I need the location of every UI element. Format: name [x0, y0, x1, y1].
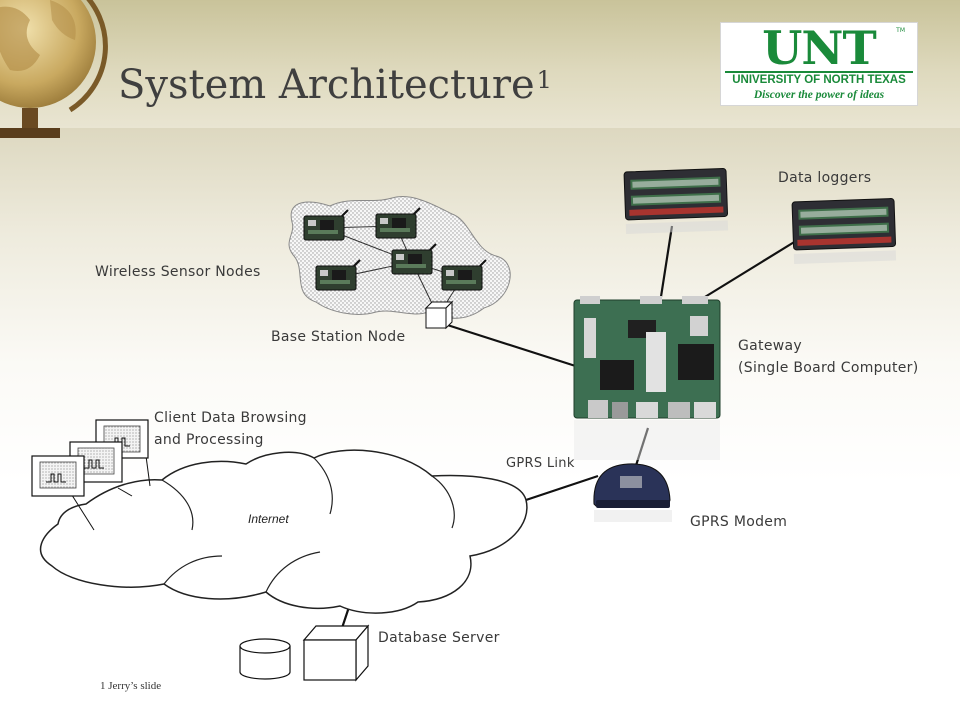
server-icon	[302, 624, 370, 682]
wireless-sensor-nodes-label: Wireless Sensor Nodes	[95, 264, 261, 280]
slide-title-superscript: 1	[536, 66, 552, 94]
internet-label: Internet	[240, 506, 322, 532]
data-logger-icon	[623, 167, 729, 234]
gateway-label: Gateway	[738, 338, 802, 354]
base-to-gateway-line	[437, 320, 589, 372]
client-label-line1: Client Data Browsing	[154, 410, 307, 426]
base-station-icon	[424, 300, 454, 330]
gprs-modem-label: GPRS Modem	[690, 514, 788, 530]
globe-icon	[0, 0, 108, 138]
client-monitor-icon	[31, 455, 85, 497]
gateway-sublabel: (Single Board Computer)	[738, 360, 919, 376]
logo-university-name: UNIVERSITY OF NORTH TEXAS	[732, 74, 906, 86]
gprs-link-label: GPRS Link	[506, 456, 575, 471]
database-server-label: Database Server	[378, 630, 500, 646]
logo-tagline: Discover the power of ideas	[753, 89, 885, 101]
logo-rule	[725, 71, 913, 73]
gateway-board-icon	[573, 296, 721, 460]
slide-title: System Architecture1	[118, 62, 552, 108]
client-monitors	[31, 419, 151, 531]
data-loggers-label: Data loggers	[778, 170, 872, 186]
footnote: 1 Jerry’s slide	[100, 680, 162, 692]
logo-trademark: TM	[896, 27, 905, 34]
logo-mark: UNT	[762, 21, 876, 75]
data-logger-icon	[791, 197, 897, 264]
database-icon	[239, 638, 291, 680]
client-label-line2: and Processing	[154, 432, 264, 448]
gprs-modem-icon	[593, 463, 672, 522]
slide-title-text: System Architecture	[118, 62, 535, 108]
unt-logo: UNT TM UNIVERSITY OF NORTH TEXAS Discove…	[720, 22, 918, 106]
logger2-to-gateway-line	[699, 235, 805, 301]
base-station-node-label: Base Station Node	[271, 329, 406, 345]
